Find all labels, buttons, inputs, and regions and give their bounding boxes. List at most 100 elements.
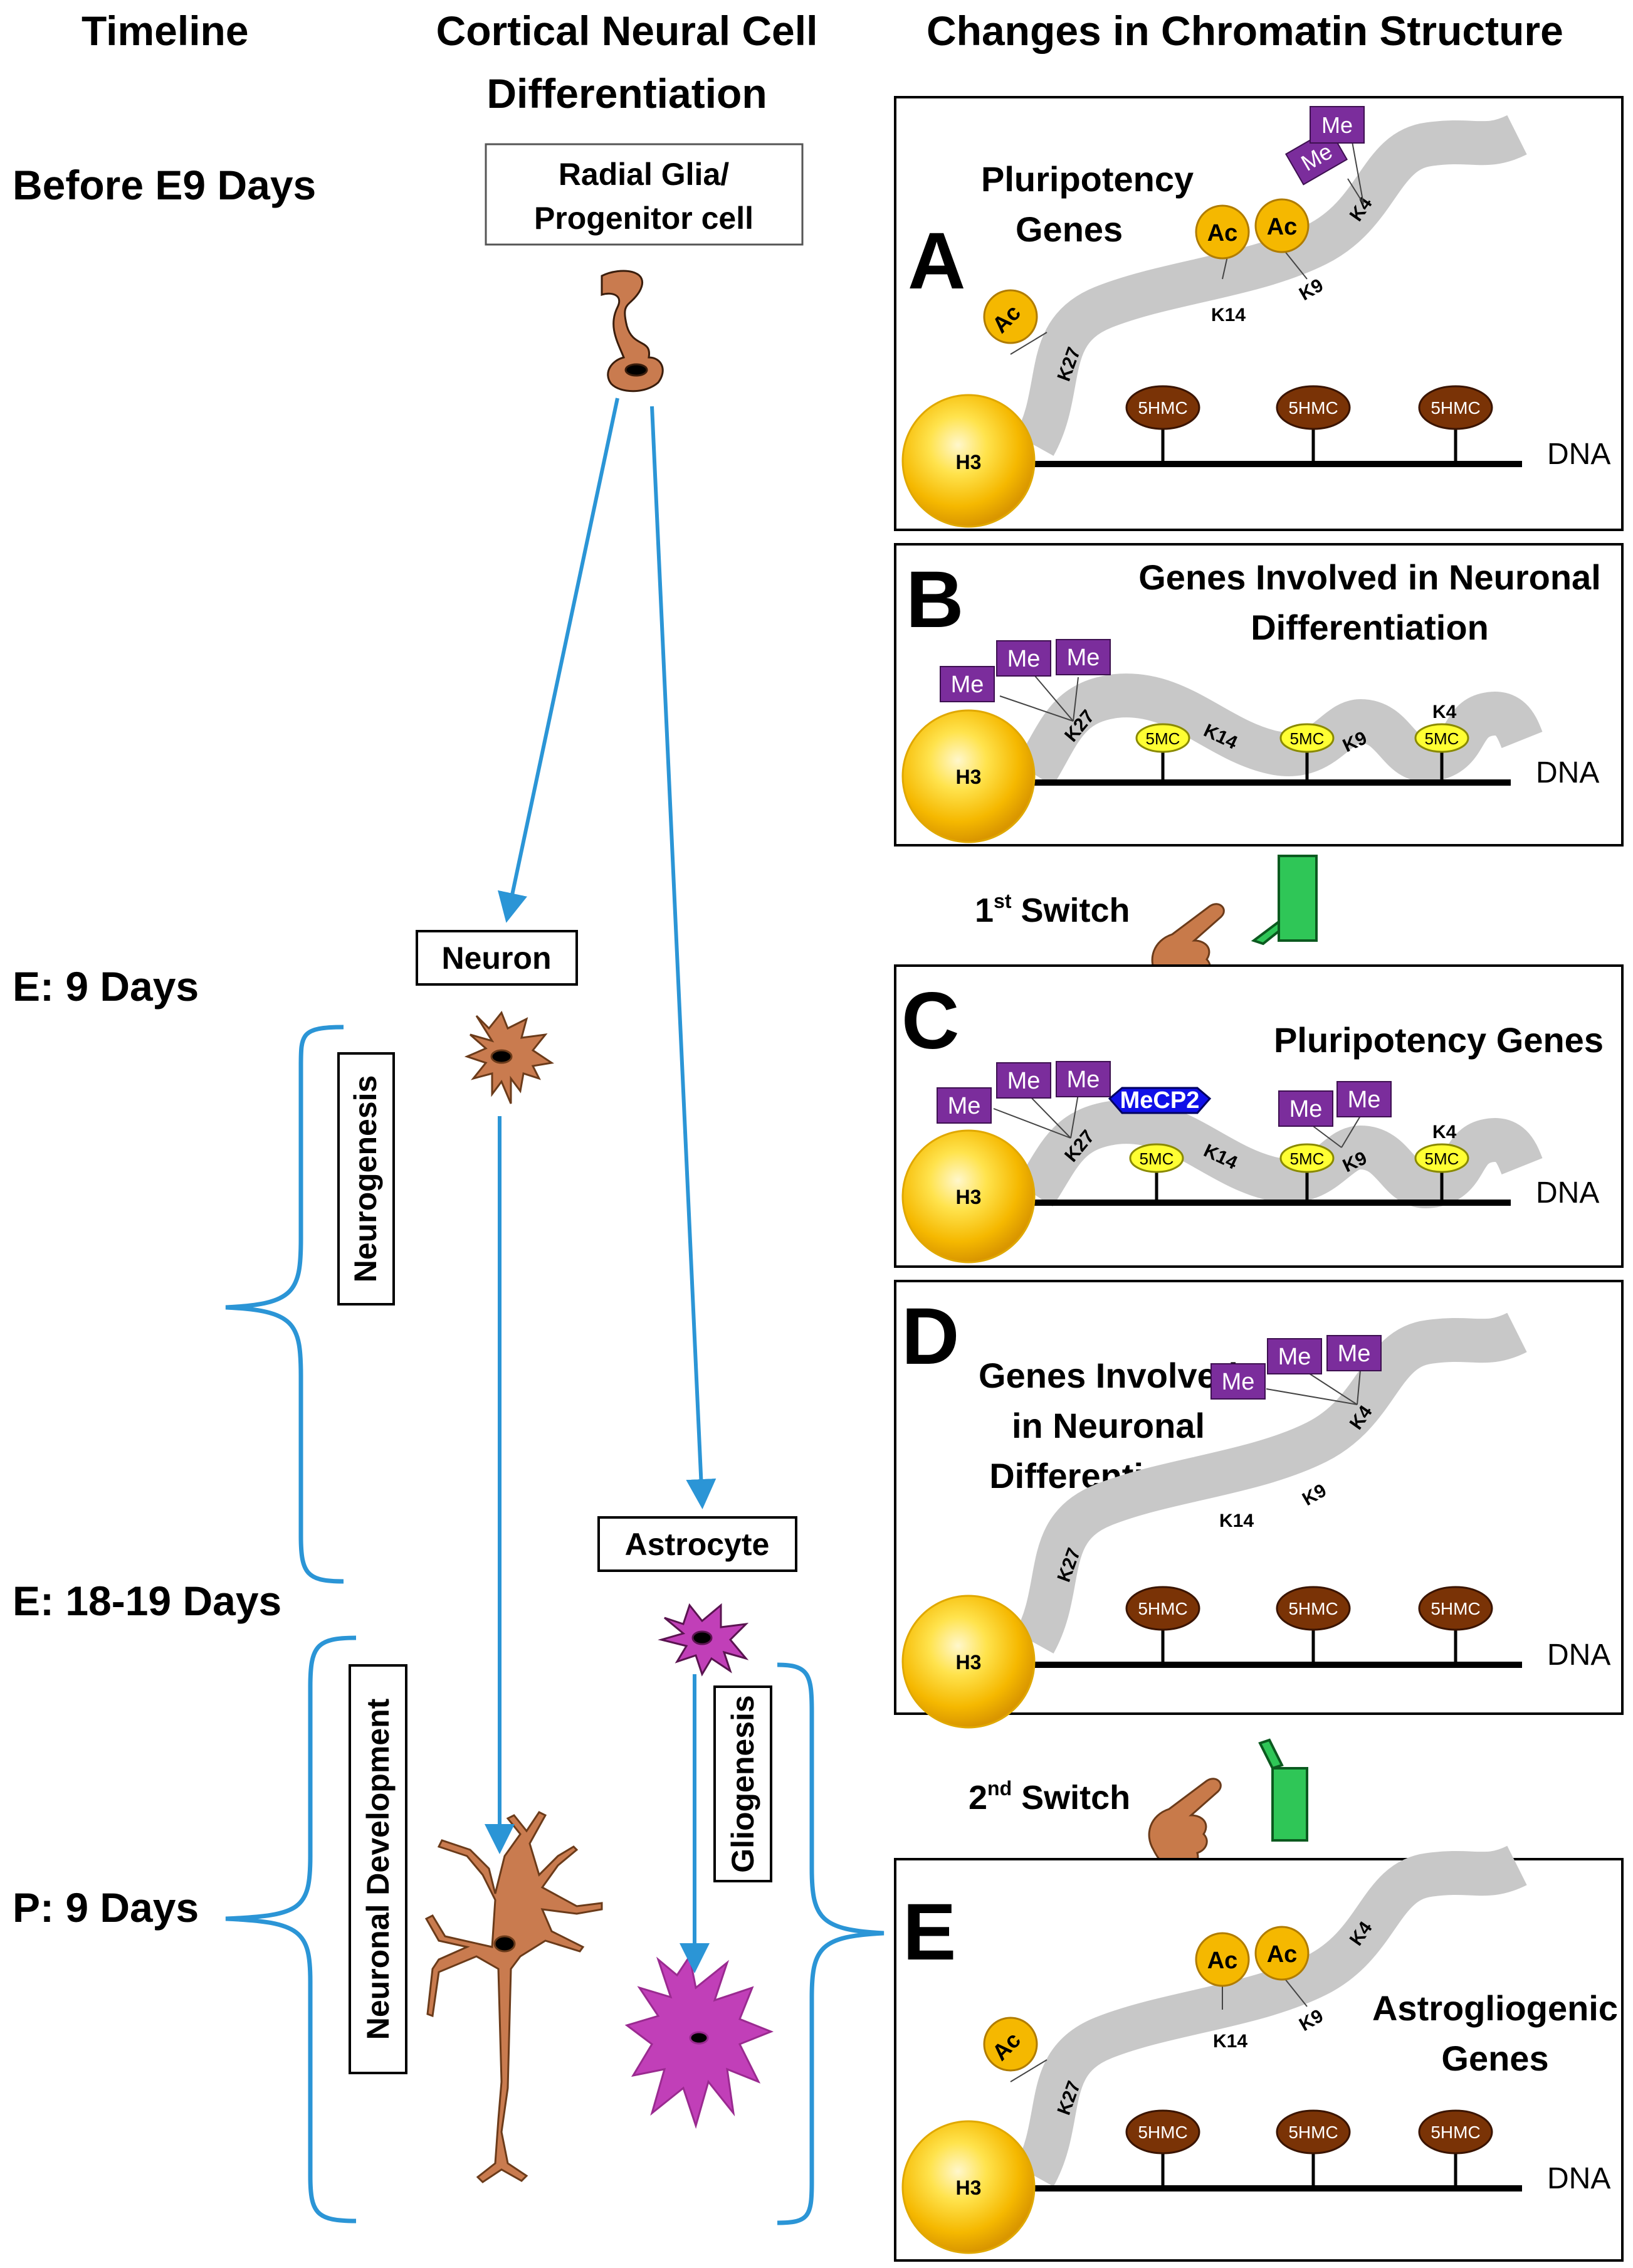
panel-c-letter: C — [901, 976, 959, 1066]
gliogenesis-label-box: Gliogenesis — [713, 1685, 772, 1882]
panel-d-h3-label: H3 — [956, 1651, 982, 1674]
svg-text:5MC: 5MC — [1140, 1149, 1174, 1168]
panel-a-ac-k27: Ac — [983, 289, 1038, 344]
panel-d-5hmc-3: 5HMC — [1418, 1586, 1493, 1665]
panel-b-5mc-3: 5MC — [1414, 723, 1469, 783]
panel-b-me-2: Me — [996, 640, 1051, 677]
neurogenesis-label: Neurogenesis — [348, 1075, 383, 1283]
panel-c-me-5: Me — [1336, 1081, 1392, 1117]
timeline-p9: P: 9 Days — [13, 1884, 199, 1931]
panel-b-chromatin-fiber — [1016, 673, 1543, 786]
svg-text:Me: Me — [1278, 1344, 1311, 1370]
radial-glia-cell-image — [601, 270, 664, 393]
panel-a-letter: A — [908, 216, 965, 306]
neuron-label-box: Neuron — [416, 930, 578, 986]
timeline-e9: E: 9 Days — [13, 963, 199, 1010]
panel-b-me-1: Me — [940, 666, 995, 702]
panel-b-letter: B — [906, 555, 964, 645]
neuron-label: Neuron — [442, 941, 552, 976]
panel-c-chromatin-fiber — [1016, 1100, 1543, 1208]
panel-e-chromatin-fiber — [1014, 1845, 1527, 2186]
neuronal-development-label-box: Neuronal Development — [349, 1664, 407, 2074]
panel-b-5mc-1: 5MC — [1135, 723, 1190, 783]
panel-a-ac-k9: Ac — [1254, 198, 1310, 253]
first-switch-lever-icon — [1251, 855, 1318, 946]
svg-text:Me: Me — [1222, 1369, 1255, 1395]
second-switch-label: 2nd Switch — [969, 1777, 1130, 1817]
header-cortical-line1: Cortical Neural Cell — [436, 8, 818, 54]
panel-e-k14: K14 — [1213, 2031, 1247, 2052]
svg-text:5HMC: 5HMC — [1138, 1599, 1187, 1618]
svg-text:5MC: 5MC — [1425, 1149, 1459, 1168]
svg-text:5HMC: 5HMC — [1138, 398, 1187, 418]
panel-e-title-line1: Astrogliogenic — [1372, 1988, 1618, 2028]
gliogenesis-brace — [777, 1662, 885, 2225]
panel-e-h3-histone — [901, 2120, 1036, 2254]
panel-c-h3-histone — [901, 1129, 1036, 1263]
panel-a-k14: K14 — [1211, 305, 1246, 325]
arrow-glia-to-astrocyte — [650, 406, 717, 1509]
panel-a-5hmc-3: 5HMC — [1418, 385, 1493, 464]
header-chromatin: Changes in Chromatin Structure — [927, 8, 1563, 54]
panel-d-5hmc-2: 5HMC — [1276, 1586, 1351, 1665]
panel-d-title-line1: Genes Involved — [979, 1356, 1238, 1395]
timeline-e18: E: 18-19 Days — [13, 1578, 281, 1624]
svg-text:MeCP2: MeCP2 — [1120, 1087, 1200, 1114]
panel-c-me-1: Me — [937, 1087, 992, 1124]
svg-text:5HMC: 5HMC — [1431, 398, 1480, 418]
panel-c-me-3: Me — [1056, 1061, 1111, 1097]
astrocyte-label-box: Astrocyte — [597, 1516, 797, 1572]
panel-c-5mc-3: 5MC — [1414, 1143, 1469, 1203]
panel-d-h3-histone — [901, 1595, 1036, 1729]
svg-text:5HMC: 5HMC — [1431, 2123, 1480, 2142]
svg-text:Me: Me — [948, 1093, 981, 1119]
panel-a-h3-histone — [901, 394, 1036, 528]
panel-c-me-4: Me — [1278, 1090, 1333, 1127]
panel-e-ac-k9: Ac — [1254, 1926, 1310, 1981]
panel-c-h3-label: H3 — [956, 1186, 982, 1208]
panel-d: D Genes Involved in Neuronal Differentia… — [894, 1280, 1624, 1729]
svg-text:5MC: 5MC — [1290, 1149, 1325, 1168]
panel-c: C Pluripotency Genes DNA 5MC 5MC 5MC H3 … — [894, 964, 1624, 1268]
svg-text:Me: Me — [1007, 646, 1041, 672]
svg-text:Ac: Ac — [1207, 220, 1238, 246]
panel-e-title-line2: Genes — [1441, 2039, 1548, 2078]
radial-glia-label-box: Radial Glia/ Progenitor cell — [485, 143, 804, 246]
panel-c-title-line1: Pluripotency Genes — [1274, 1020, 1604, 1060]
panel-e-5hmc-3: 5HMC — [1418, 2109, 1493, 2188]
panel-e-5hmc-1: 5HMC — [1125, 2109, 1200, 2188]
svg-text:5HMC: 5HMC — [1138, 2123, 1187, 2142]
panel-b-h3-label: H3 — [956, 766, 982, 788]
panel-a-title-line2: Genes — [1016, 209, 1123, 249]
panel-e-5hmc-2: 5HMC — [1276, 2109, 1351, 2188]
astrocyte-label: Astrocyte — [625, 1527, 770, 1562]
svg-text:Me: Me — [1007, 1068, 1041, 1094]
panel-e-ac-k14: Ac — [1195, 1932, 1250, 1987]
svg-text:Me: Me — [1067, 1067, 1100, 1093]
panel-c-k4: K4 — [1432, 1122, 1457, 1142]
panel-b-me-3: Me — [1056, 639, 1111, 675]
svg-text:Me: Me — [1289, 1096, 1323, 1122]
panel-e-letter: E — [903, 1887, 956, 1977]
radial-glia-label-line2: Progenitor cell — [534, 201, 753, 236]
panel-d-dna-label: DNA — [1547, 1638, 1610, 1672]
svg-text:5MC: 5MC — [1290, 729, 1325, 748]
second-switch-hand-icon — [1148, 1778, 1222, 1870]
panel-a-title-line1: Pluripotency — [981, 159, 1194, 199]
svg-text:5HMC: 5HMC — [1288, 1599, 1338, 1618]
panel-b-title-line2: Differentiation — [1251, 608, 1489, 647]
panel-c-5mc-1: 5MC — [1129, 1143, 1184, 1203]
second-switch: 2nd Switch — [969, 1738, 1308, 1870]
panel-c-mecp2: MeCP2 — [1108, 1087, 1212, 1114]
panel-a-chromatin-fiber — [1014, 115, 1527, 456]
header-cortical-line2: Differentiation — [486, 70, 767, 117]
neuronal-development-label: Neuronal Development — [360, 1698, 396, 2040]
first-switch-label: 1st Switch — [975, 890, 1130, 929]
panel-d-me-1: Me — [1210, 1363, 1266, 1400]
svg-text:5MC: 5MC — [1425, 729, 1459, 748]
svg-text:Ac: Ac — [1267, 214, 1298, 240]
panel-d-5hmc-1: 5HMC — [1125, 1586, 1200, 1665]
panel-a-h3-label: H3 — [956, 451, 982, 473]
panel-d-me-2: Me — [1267, 1338, 1322, 1374]
panel-c-5mc-2: 5MC — [1279, 1143, 1335, 1203]
